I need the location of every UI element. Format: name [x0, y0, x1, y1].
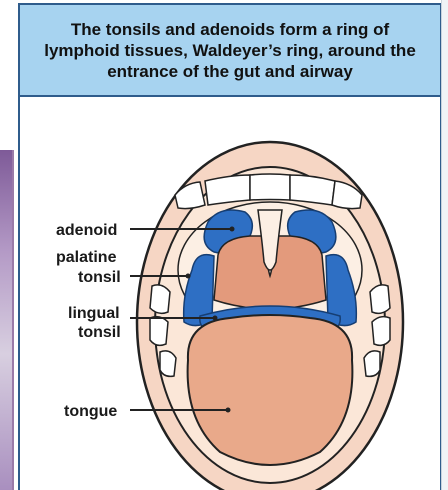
tongue-label: tongue: [64, 403, 117, 420]
scrollbar-edge: [441, 0, 448, 490]
lingual-label-line1: lingual: [68, 305, 120, 322]
adenoid-label: adenoid: [56, 222, 117, 239]
palatine-label-line1: palatine: [56, 249, 117, 266]
tongue-shape: [188, 315, 353, 465]
lingual-label-line2: tonsil: [78, 324, 121, 341]
palatine-label-line2: tonsil: [78, 269, 121, 286]
